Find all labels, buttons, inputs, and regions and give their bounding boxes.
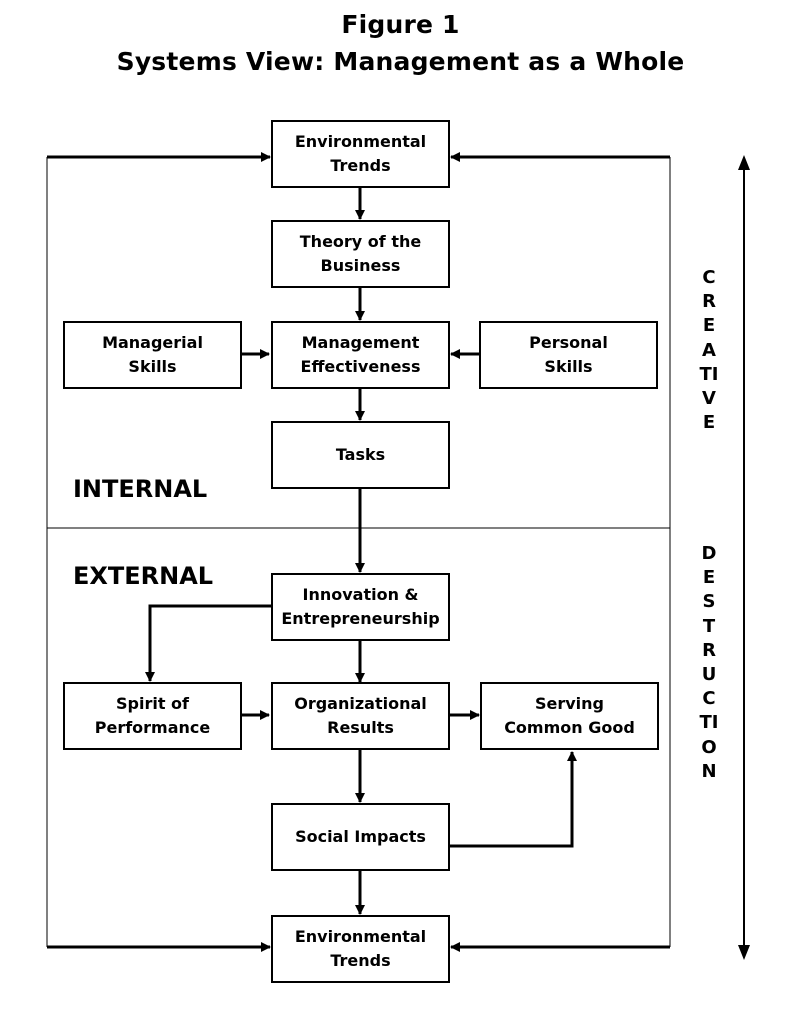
double-arrow-bottom-head <box>738 945 750 960</box>
box-label: Social Impacts <box>295 827 426 846</box>
box-organizational-results: Organizational Results <box>271 682 450 750</box>
figure-title: Systems View: Management as a Whole <box>116 47 685 76</box>
internal-label: INTERNAL <box>73 475 208 503</box>
arrow-impacts-to-serving <box>450 751 577 848</box>
box-spirit-of-performance: Spirit of Performance <box>63 682 242 750</box>
external-label: EXTERNAL <box>73 562 214 590</box>
figure-number: Figure 1 <box>341 10 460 39</box>
box-label: Environmental Trends <box>294 927 427 970</box>
box-social-impacts: Social Impacts <box>271 803 450 871</box>
box-label: Organizational Results <box>294 694 427 737</box>
box-label: Spirit of Performance <box>94 694 211 737</box>
box-management-effectiveness: Management Effectiveness <box>271 321 450 389</box>
box-theory-of-business: Theory of the Business <box>271 220 450 288</box>
box-label: Management Effectiveness <box>300 333 421 376</box>
box-innovation-entrepreneurship: Innovation & Entrepreneurship <box>271 573 450 641</box>
box-personal-skills: Personal Skills <box>479 321 658 389</box>
box-label: Personal Skills <box>529 333 608 376</box>
box-environmental-trends-bottom: Environmental Trends <box>271 915 450 983</box>
box-label: Serving Common Good <box>504 694 635 737</box>
box-label: Tasks <box>335 445 386 464</box>
side-label-creative: CREATIVE <box>699 267 719 434</box>
box-label: Managerial Skills <box>102 333 203 376</box>
box-label: Innovation & Entrepreneurship <box>281 585 440 628</box>
box-managerial-skills: Managerial Skills <box>63 321 242 389</box>
box-environmental-trends-top: Environmental Trends <box>271 120 450 188</box>
box-tasks: Tasks <box>271 421 450 489</box>
box-serving-common-good: Serving Common Good <box>480 682 659 750</box>
double-arrow-top-head <box>738 155 750 170</box>
arrow-innovation-to-spirit <box>145 604 272 682</box>
side-label-destruction: DESTRUCTION <box>699 543 719 782</box>
box-label: Theory of the Business <box>299 232 422 275</box>
box-label: Environmental Trends <box>294 132 427 175</box>
